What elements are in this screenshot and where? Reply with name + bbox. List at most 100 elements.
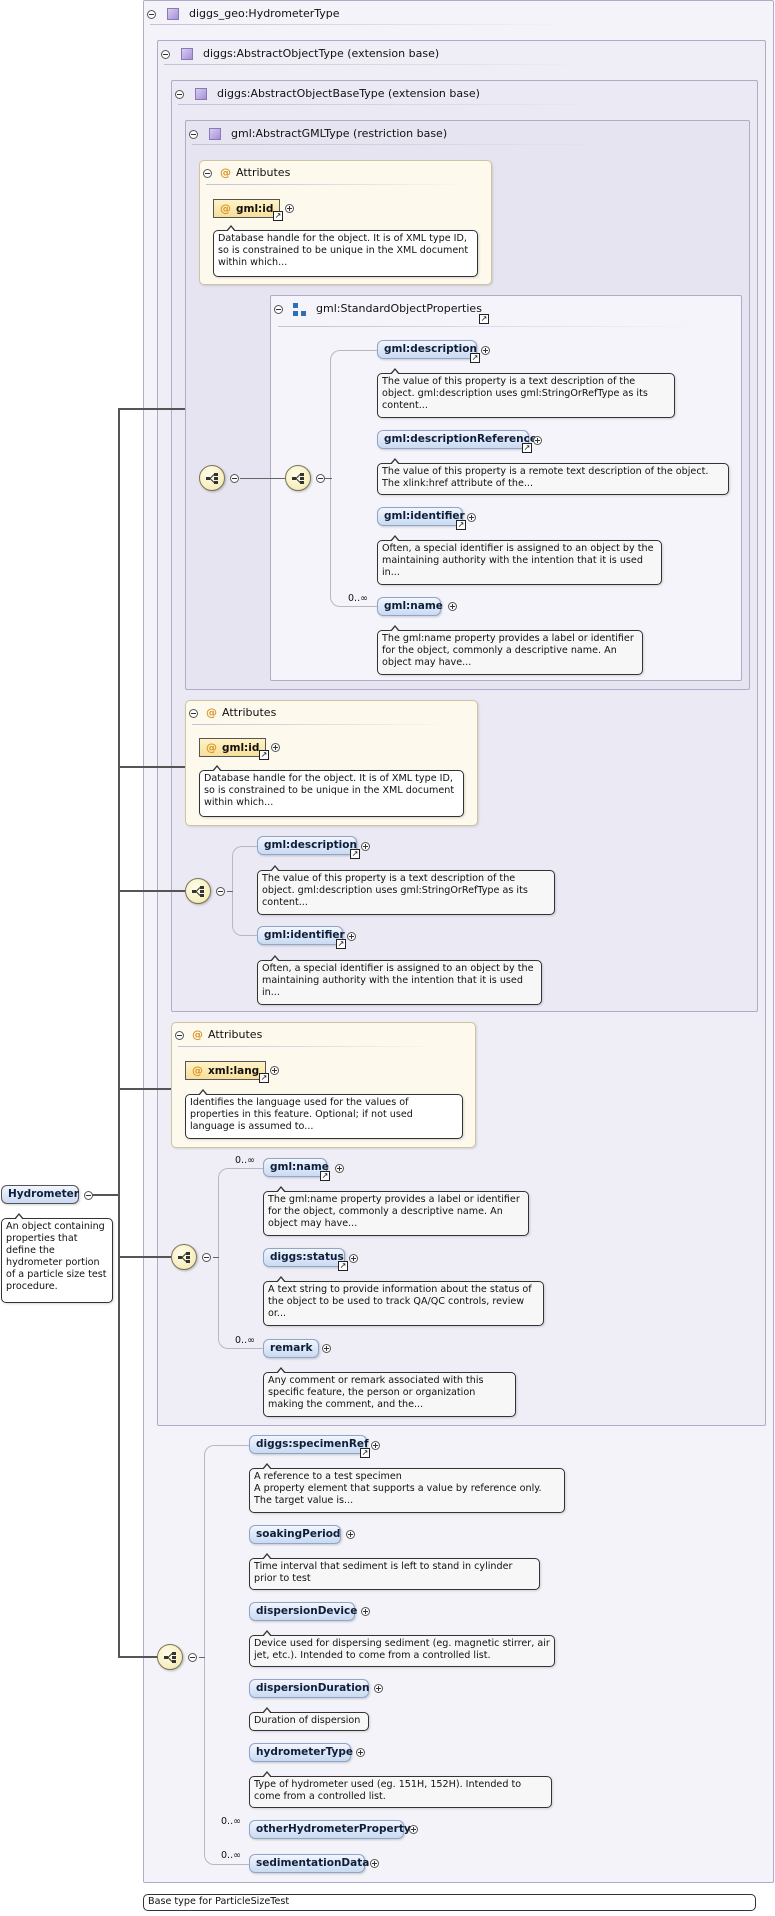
sequence-compositor-icon[interactable] bbox=[199, 465, 225, 491]
arrow-link-icon[interactable]: ↗ bbox=[350, 849, 360, 859]
collapse-icon[interactable] bbox=[175, 90, 184, 99]
trunk-branch-gml-seq bbox=[118, 408, 185, 410]
root-element-hydrometer[interactable]: Hydrometer bbox=[1, 1185, 79, 1204]
element-dispersion-duration[interactable]: dispersionDuration bbox=[249, 1679, 369, 1698]
arrow-link-icon[interactable]: ↗ bbox=[273, 211, 283, 221]
plus-circle-icon[interactable] bbox=[370, 1859, 379, 1868]
element-gml-name[interactable]: gml:name bbox=[263, 1158, 329, 1177]
plus-circle-icon[interactable] bbox=[371, 1441, 380, 1450]
trunk-branch-hydrometer-seq bbox=[118, 1656, 157, 1658]
plus-circle-icon[interactable] bbox=[356, 1748, 365, 1757]
arrow-link-icon[interactable]: ↗ bbox=[522, 443, 532, 453]
plus-circle-icon[interactable] bbox=[467, 513, 476, 522]
type-title-abstract-object: diggs:AbstractObjectType (extension base… bbox=[203, 47, 440, 60]
plus-circle-icon[interactable] bbox=[361, 1607, 370, 1616]
sequence-compositor-icon[interactable] bbox=[157, 1644, 183, 1670]
group-icon bbox=[293, 303, 306, 316]
collapse-icon[interactable] bbox=[202, 1253, 211, 1262]
attribute-description: Database handle for the object. It is of… bbox=[213, 225, 478, 277]
sequence-compositor-icon[interactable] bbox=[171, 1244, 197, 1270]
plus-circle-icon[interactable] bbox=[481, 346, 490, 355]
title-underline bbox=[164, 64, 584, 65]
plus-circle-icon[interactable] bbox=[285, 204, 294, 213]
arrow-link-icon[interactable]: ↗ bbox=[336, 939, 346, 949]
sequence-compositor-icon[interactable] bbox=[185, 878, 211, 904]
attributes-label: Attributes bbox=[208, 1028, 263, 1041]
collapse-icon[interactable] bbox=[161, 50, 170, 59]
collapse-icon[interactable] bbox=[188, 1653, 197, 1662]
collapse-icon[interactable] bbox=[203, 169, 212, 178]
attribute-name: gml:id bbox=[236, 203, 274, 215]
element-gml-name[interactable]: gml:name bbox=[377, 597, 443, 616]
collapse-icon[interactable] bbox=[230, 474, 239, 483]
connector-line bbox=[240, 478, 290, 479]
plus-circle-icon[interactable] bbox=[270, 1066, 279, 1075]
element-description: The value of this property is a text des… bbox=[257, 865, 555, 915]
collapse-icon[interactable] bbox=[84, 1191, 93, 1200]
element-description: Often, a special identifier is assigned … bbox=[257, 955, 542, 1005]
complex-type-icon bbox=[209, 128, 221, 140]
arrow-link-icon[interactable]: ↗ bbox=[259, 1073, 269, 1083]
element-gml-description[interactable]: gml:description bbox=[257, 836, 357, 855]
collapse-icon[interactable] bbox=[189, 709, 198, 718]
plus-circle-icon[interactable] bbox=[271, 743, 280, 752]
element-sedimentation-data[interactable]: sedimentationData bbox=[249, 1854, 369, 1873]
attribute-gml-id[interactable]: @gml:id bbox=[199, 738, 267, 757]
arrow-link-icon[interactable]: ↗ bbox=[456, 520, 466, 530]
element-description: A text string to provide information abo… bbox=[263, 1276, 544, 1326]
element-description: Device used for dispersing sediment (eg.… bbox=[249, 1630, 555, 1667]
arrow-link-icon[interactable]: ↗ bbox=[470, 353, 480, 363]
element-description: Duration of dispersion bbox=[249, 1707, 369, 1731]
element-dispersion-device[interactable]: dispersionDevice bbox=[249, 1602, 357, 1621]
attribute-gml-id[interactable]: @ gml:id bbox=[213, 199, 281, 218]
plus-circle-icon[interactable] bbox=[361, 842, 370, 851]
element-diggs-specimen-ref[interactable]: diggs:specimenRef bbox=[249, 1435, 369, 1454]
arrow-link-icon[interactable]: ↗ bbox=[479, 314, 489, 324]
arrow-link-icon[interactable]: ↗ bbox=[320, 1171, 330, 1181]
collapse-icon[interactable] bbox=[316, 474, 325, 483]
arrow-link-icon[interactable]: ↗ bbox=[259, 750, 269, 760]
collapse-icon[interactable] bbox=[274, 305, 283, 314]
trunk-branch-attrs-2 bbox=[118, 1088, 171, 1090]
plus-circle-icon[interactable] bbox=[533, 436, 542, 445]
element-gml-identifier[interactable]: gml:identifier bbox=[377, 507, 465, 526]
sequence-bracket bbox=[232, 846, 258, 936]
plus-circle-icon[interactable] bbox=[347, 932, 356, 941]
element-gml-identifier[interactable]: gml:identifier bbox=[257, 926, 345, 945]
plus-circle-icon[interactable] bbox=[448, 602, 457, 611]
plus-circle-icon[interactable] bbox=[374, 1684, 383, 1693]
element-hydrometer-type[interactable]: hydrometerType bbox=[249, 1743, 353, 1762]
occurrence-label: 0..∞ bbox=[235, 1335, 255, 1346]
at-sign-icon: @ bbox=[220, 202, 231, 215]
sequence-compositor-icon[interactable] bbox=[285, 465, 311, 491]
attributes-label: Attributes bbox=[222, 706, 277, 719]
element-name: remark bbox=[270, 1342, 313, 1354]
base-type-note: Base type for ParticleSizeTest bbox=[143, 1894, 756, 1911]
arrow-link-icon[interactable]: ↗ bbox=[338, 1261, 348, 1271]
element-name: diggs:status bbox=[270, 1251, 344, 1263]
root-trunk bbox=[118, 408, 120, 1658]
element-remark[interactable]: remark bbox=[263, 1339, 319, 1358]
attribute-xml-lang[interactable]: @xml:lang bbox=[185, 1061, 267, 1080]
trunk-branch-base-seq bbox=[118, 890, 185, 892]
element-gml-description[interactable]: gml:description bbox=[377, 340, 477, 359]
element-diggs-status[interactable]: diggs:status bbox=[263, 1248, 345, 1267]
connector-line bbox=[227, 891, 233, 892]
collapse-icon[interactable] bbox=[147, 10, 156, 19]
sequence-bracket bbox=[204, 1445, 250, 1865]
at-sign-icon: @ bbox=[206, 706, 217, 719]
plus-circle-icon[interactable] bbox=[346, 1530, 355, 1539]
element-soaking-period[interactable]: soakingPeriod bbox=[249, 1525, 341, 1544]
sequence-bracket bbox=[218, 1168, 264, 1349]
element-name: dispersionDuration bbox=[256, 1682, 370, 1694]
element-other-hydrometer-property[interactable]: otherHydrometerProperty bbox=[249, 1820, 411, 1839]
plus-circle-icon[interactable] bbox=[409, 1825, 418, 1834]
collapse-icon[interactable] bbox=[175, 1031, 184, 1040]
arrow-link-icon[interactable]: ↗ bbox=[360, 1448, 370, 1458]
element-gml-description-reference[interactable]: gml:descriptionReference bbox=[377, 430, 537, 449]
plus-circle-icon[interactable] bbox=[349, 1254, 358, 1263]
plus-circle-icon[interactable] bbox=[335, 1164, 344, 1173]
collapse-icon[interactable] bbox=[189, 130, 198, 139]
plus-circle-icon[interactable] bbox=[322, 1344, 331, 1353]
collapse-icon[interactable] bbox=[216, 887, 225, 896]
